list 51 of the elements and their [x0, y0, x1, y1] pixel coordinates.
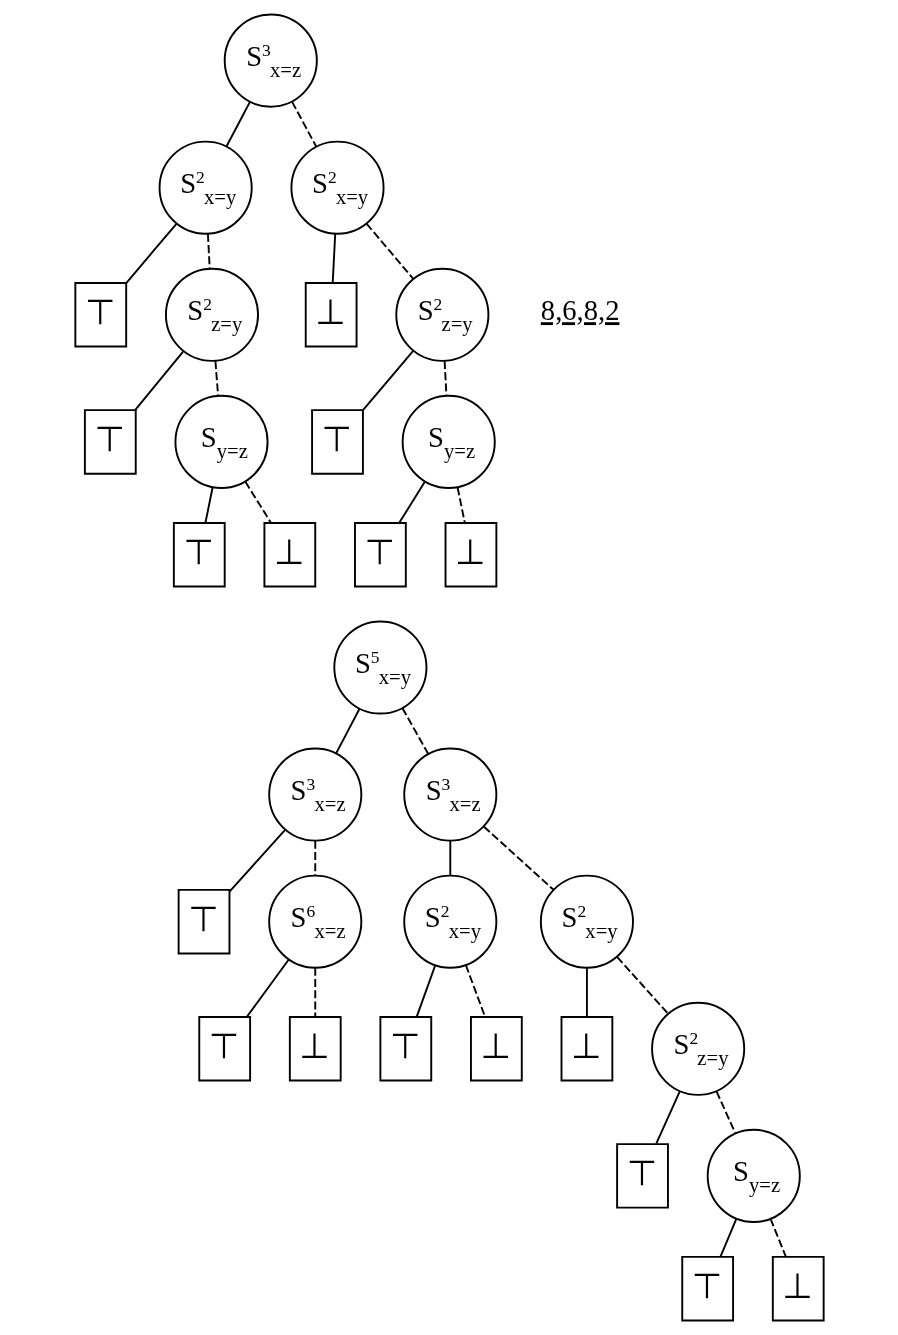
node-box: ⊤	[197, 1016, 251, 1082]
connector	[482, 825, 554, 891]
connector	[654, 1090, 681, 1145]
node-box: ⊤	[310, 409, 364, 475]
node-box: ⊤	[615, 1143, 669, 1209]
node-circle: S$_{y=z}$	[401, 394, 496, 489]
node-box: ⊤	[172, 521, 226, 588]
node-box: ⊥	[304, 282, 357, 348]
node-box: ⊤	[680, 1255, 734, 1322]
connector	[313, 967, 316, 1018]
connector	[124, 222, 177, 285]
connector	[213, 360, 219, 397]
node-box: ⊤	[378, 1016, 432, 1082]
connector	[204, 486, 214, 524]
connector	[415, 964, 436, 1018]
label: 8,6,8,2	[540, 295, 619, 327]
node-circle: S$_{y=z}$	[174, 394, 269, 489]
connector	[361, 349, 414, 412]
connector	[245, 958, 290, 1018]
node-box: ⊤	[73, 282, 127, 348]
connector	[615, 956, 669, 1015]
connector	[313, 839, 316, 877]
connector	[464, 964, 486, 1018]
node-box: ⊤	[177, 888, 230, 955]
connector	[206, 233, 211, 270]
connector	[398, 480, 426, 524]
connector	[365, 222, 414, 280]
connector	[225, 101, 251, 148]
node-box: ⊥	[262, 521, 316, 588]
node-box: ⊤	[83, 409, 137, 475]
node-box: ⊥	[560, 1016, 613, 1082]
connector	[443, 360, 447, 397]
connector	[769, 1217, 787, 1258]
node-box: ⊤	[353, 521, 407, 588]
connector	[133, 350, 184, 412]
node-box: ⊥	[771, 1255, 825, 1322]
node-box: ⊥	[469, 1016, 523, 1082]
connector	[456, 486, 466, 524]
connector	[331, 233, 336, 284]
node-box: ⊥	[288, 1016, 342, 1082]
connector	[718, 1217, 737, 1258]
connector	[290, 101, 317, 148]
node-circle: S$_{y=z}$	[706, 1128, 801, 1223]
connector	[585, 967, 588, 1018]
connector	[401, 707, 429, 755]
connector	[334, 708, 360, 755]
connector	[715, 1090, 736, 1135]
connector	[228, 829, 286, 893]
node-box: ⊥	[444, 521, 497, 588]
connector	[448, 839, 451, 877]
connector	[243, 480, 272, 524]
